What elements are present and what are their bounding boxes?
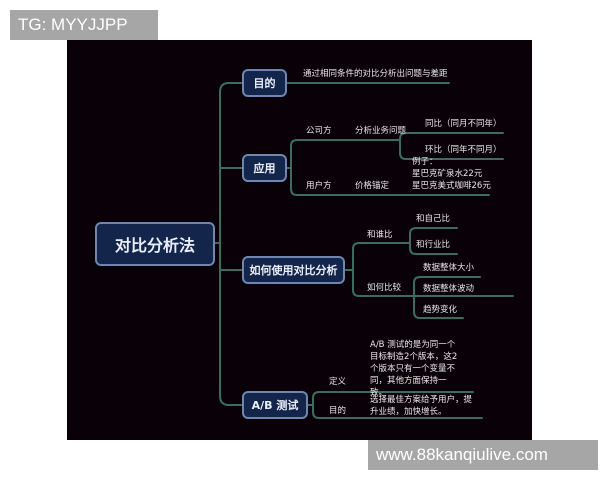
analyze-business-label: 分析业务问题: [355, 126, 407, 136]
example-title: 例子：: [412, 157, 438, 167]
mindmap-canvas: 对比分析法 目的 应用 如何使用对比分析 A/B 测试 通过相同条件的对比分析出…: [67, 40, 532, 440]
watermark-top: TG: MYYJJPP: [10, 10, 158, 40]
branch-node-ab-test[interactable]: A/B 测试: [242, 391, 308, 419]
company-side-label: 公司方: [306, 126, 332, 136]
branch-node-how-to-use[interactable]: 如何使用对比分析: [242, 256, 345, 284]
compare-self-label: 和自己比: [416, 214, 451, 224]
data-volatility-label: 数据整体波动: [423, 284, 475, 294]
compare-industry-label: 和行业比: [416, 240, 451, 250]
user-side-label: 用户方: [306, 181, 332, 191]
ab-purpose-detail: 选择最佳方案给予用户，提升业绩，加快增长。: [370, 395, 473, 417]
example-line-water: 星巴克矿泉水22元: [412, 169, 483, 179]
definition-label: 定义: [329, 377, 347, 387]
branch-node-purpose[interactable]: 目的: [242, 69, 287, 97]
yoy-label: 同比（同月不同年）: [425, 119, 502, 129]
price-anchoring-label: 价格锚定: [355, 181, 390, 191]
connector-lines: [213, 82, 514, 419]
compare-with-whom-label: 和谁比: [367, 230, 393, 240]
definition-detail: A/B 测试的是为同一个目标制造2个版本，这2个版本只有一个变量不同，其他方面保…: [370, 340, 458, 398]
root-node[interactable]: 对比分析法: [95, 222, 215, 266]
ab-purpose-label: 目的: [329, 406, 347, 416]
purpose-detail: 通过相同条件的对比分析出问题与差距: [303, 69, 448, 79]
mom-label: 环比（同年不同月）: [425, 145, 502, 155]
data-magnitude-label: 数据整体大小: [423, 263, 475, 273]
how-to-compare-label: 如何比较: [367, 283, 402, 293]
watermark-bottom: www.88kanqiulive.com: [368, 440, 598, 470]
branch-node-application[interactable]: 应用: [242, 154, 287, 182]
trend-change-label: 趋势变化: [423, 305, 458, 315]
example-line-coffee: 星巴克美式咖啡26元: [412, 181, 491, 191]
